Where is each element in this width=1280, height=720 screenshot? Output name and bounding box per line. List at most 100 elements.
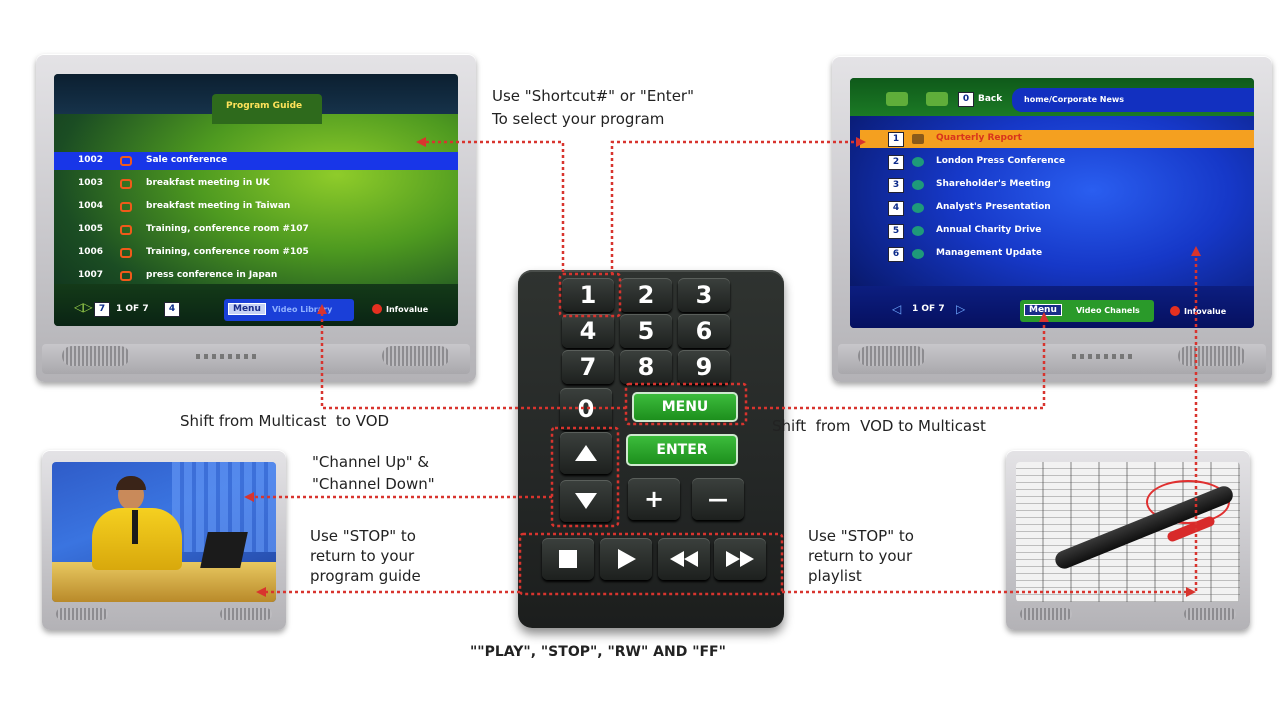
channel-up-button[interactable]: [560, 432, 612, 474]
globe-icon: [912, 249, 924, 259]
guide-row-title: breakfast meeting in UK: [146, 178, 270, 188]
triangle-up-icon: [575, 445, 597, 461]
label-shortcut-2: To select your program: [492, 110, 665, 128]
vod-next-icon[interactable]: ▷: [956, 302, 966, 316]
guide-row-title: Sale conference: [146, 155, 228, 165]
highlight-channel-keys: [550, 426, 620, 528]
arrowhead-vod-top: [1191, 246, 1201, 256]
channel-down-button[interactable]: [560, 480, 612, 522]
line-menu-to-vod: [746, 318, 1046, 410]
vod-row-number: 1: [888, 132, 904, 147]
tv-playing-video: [42, 450, 286, 630]
guide-row[interactable]: 1006 Training, conference room #105: [54, 244, 458, 262]
globe-icon: [912, 157, 924, 167]
folder-icon: [912, 134, 924, 144]
speaker-left: [56, 608, 108, 620]
tv-buttons: [196, 354, 256, 359]
line-vod-to-key1: [610, 140, 860, 274]
arrowhead-vod: [856, 137, 866, 147]
guide-row[interactable]: 1003 breakfast meeting in UK: [54, 175, 458, 193]
enter-button[interactable]: ENTER: [626, 434, 738, 466]
play-icon: [618, 549, 636, 569]
fast-forward-button[interactable]: [714, 538, 766, 580]
guide-menu-text: Video Library: [272, 305, 333, 314]
remote-key-6[interactable]: 6: [678, 314, 730, 348]
play-button[interactable]: [600, 538, 652, 580]
remote-key-7[interactable]: 7: [562, 350, 614, 384]
vod-row-number: 4: [888, 201, 904, 216]
vod-prev-icon[interactable]: ◁: [892, 302, 902, 316]
guide-page-indicator: 1 OF 7: [116, 304, 149, 314]
speaker-left: [858, 346, 926, 366]
remote-key-9[interactable]: 9: [678, 350, 730, 384]
remote-key-0[interactable]: 0: [560, 388, 612, 430]
plus-button[interactable]: +: [628, 478, 680, 520]
back-label[interactable]: Back: [978, 94, 1003, 104]
vod-row[interactable]: 4 Analyst's Presentation: [860, 199, 1254, 217]
tv-channel-icon: [120, 225, 132, 235]
vod-row-title: Annual Charity Drive: [936, 225, 1042, 235]
arrowhead-vod-menu: [1039, 312, 1049, 322]
tv-channel-icon: [120, 156, 132, 166]
vod-page-indicator: 1 OF 7: [912, 304, 945, 314]
vod-row-title: Analyst's Presentation: [936, 202, 1051, 212]
vod-menu-text: Video Chanels: [1076, 306, 1140, 315]
remote-key-1[interactable]: 1: [562, 278, 614, 312]
speaker-right: [382, 346, 450, 366]
globe-icon: [912, 180, 924, 190]
vod-brand-logo-icon: [1170, 306, 1180, 316]
tv-channel-icon: [120, 202, 132, 212]
brand-logo-icon: [372, 304, 382, 314]
arrowhead-stop-right: [1186, 587, 1196, 597]
triangle-down-icon: [575, 493, 597, 509]
label-stop-left-1: Use "STOP" to: [310, 527, 416, 545]
guide-row-number: 1007: [78, 270, 104, 280]
guide-row-title: Training, conference room #107: [146, 224, 309, 234]
arrowhead-stop-left: [256, 587, 266, 597]
tv-channel-icon: [120, 179, 132, 189]
label-stop-left-3: program guide: [310, 567, 421, 585]
rewind-button[interactable]: [658, 538, 710, 580]
stop-button[interactable]: [542, 538, 594, 580]
minus-button[interactable]: —: [692, 478, 744, 520]
video-screen: [52, 462, 276, 602]
guide-row-number: 1006: [78, 247, 104, 257]
tv-buttons: [1072, 354, 1132, 359]
left-arrow-icon[interactable]: ◁▷: [74, 300, 93, 314]
arrowhead-guide-menu: [317, 304, 327, 314]
remote-key-8[interactable]: 8: [620, 350, 672, 384]
remote-key-3[interactable]: 3: [678, 278, 730, 312]
guide-row-number: 1003: [78, 178, 104, 188]
label-multicast-to-vod: Shift from Multicast to VOD: [180, 412, 390, 430]
label-stop-right-1: Use "STOP" to: [808, 527, 914, 545]
remote-key-2[interactable]: 2: [620, 278, 672, 312]
menu-button[interactable]: MENU: [632, 392, 738, 422]
guide-row-number: 1002: [78, 155, 104, 165]
back-key[interactable]: 0: [958, 92, 974, 107]
remote-key-4[interactable]: 4: [562, 314, 614, 348]
vod-row-number: 3: [888, 178, 904, 193]
speaker-right: [220, 608, 272, 620]
folder-icon[interactable]: [926, 92, 948, 106]
guide-row-title: Training, conference room #105: [146, 247, 309, 257]
remote-key-5[interactable]: 5: [620, 314, 672, 348]
label-stop-right-3: playlist: [808, 567, 862, 585]
guide-menu-badge[interactable]: Menu: [228, 303, 266, 315]
fast-forward-icon: [726, 551, 754, 567]
tv-playlist-video: [1006, 450, 1250, 630]
guide-row[interactable]: 1002 Sale conference: [54, 152, 458, 170]
label-shortcut-1: Use "Shortcut#" or "Enter": [492, 87, 694, 105]
home-icon[interactable]: [886, 92, 908, 106]
